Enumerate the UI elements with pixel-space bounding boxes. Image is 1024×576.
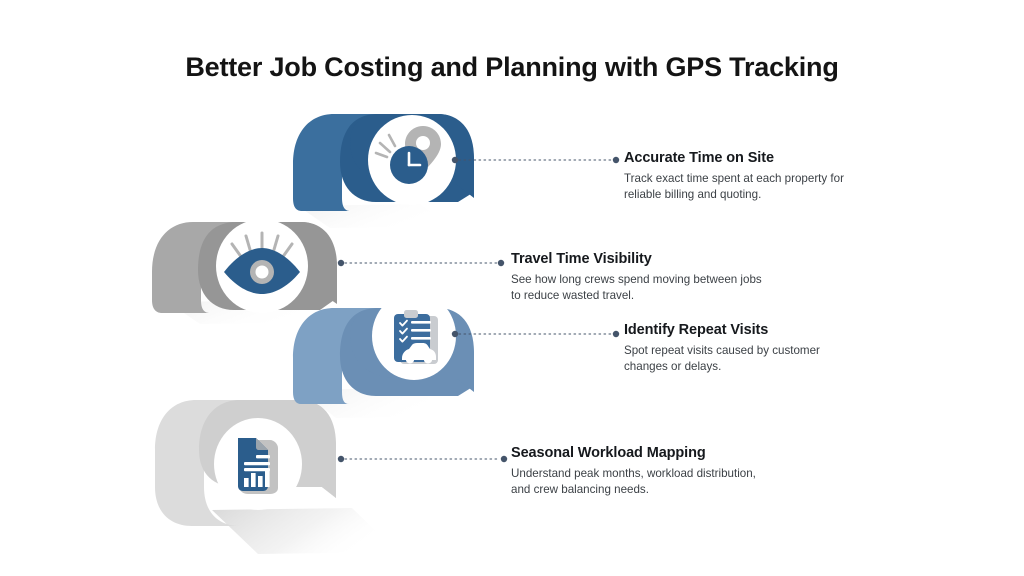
item-title: Seasonal Workload Mapping xyxy=(511,445,706,461)
connector-line-4 xyxy=(337,455,508,463)
connector-line-1 xyxy=(451,156,620,164)
item-text-travel-time-visibility: Travel Time Visibility See how long crew… xyxy=(511,251,762,303)
item-description: See how long crews spend moving between … xyxy=(511,273,762,302)
item-title: Identify Repeat Visits xyxy=(624,322,769,338)
shape-identify-repeat-visits xyxy=(293,292,620,418)
connector-line-2 xyxy=(337,259,505,267)
connector-line-3 xyxy=(451,330,620,338)
shape-travel-time-visibility xyxy=(152,219,505,324)
item-description: Spot repeat visits caused by customer ch… xyxy=(624,344,820,373)
item-description: Track exact time spent at each property … xyxy=(624,172,844,201)
item-title: Travel Time Visibility xyxy=(511,251,652,267)
page-title: Better Job Costing and Planning with GPS… xyxy=(185,52,839,82)
item-description: Understand peak months, workload distrib… xyxy=(511,467,756,496)
motion-lines xyxy=(374,133,397,159)
clipboard-checklist-car-icon xyxy=(394,310,438,364)
item-text-identify-repeat-visits: Identify Repeat Visits Spot repeat visit… xyxy=(624,322,820,374)
item-title: Accurate Time on Site xyxy=(624,150,774,166)
item-text-accurate-time-on-site: Accurate Time on Site Track exact time s… xyxy=(624,150,844,202)
shape-side-panel xyxy=(152,222,241,313)
shape-side-panel xyxy=(293,114,382,211)
shape-side-panel xyxy=(293,308,382,404)
clock-location-pin-icon xyxy=(374,126,441,184)
item-text-seasonal-workload-mapping: Seasonal Workload Mapping Understand pea… xyxy=(511,445,756,497)
shape-seasonal-workload-mapping xyxy=(155,400,508,554)
shape-shadow xyxy=(212,508,398,554)
shape-accurate-time-on-site xyxy=(293,114,620,228)
shape-side-panel xyxy=(155,400,244,526)
eye-visibility-icon xyxy=(224,231,300,294)
report-bar-chart-document-icon xyxy=(238,438,278,494)
